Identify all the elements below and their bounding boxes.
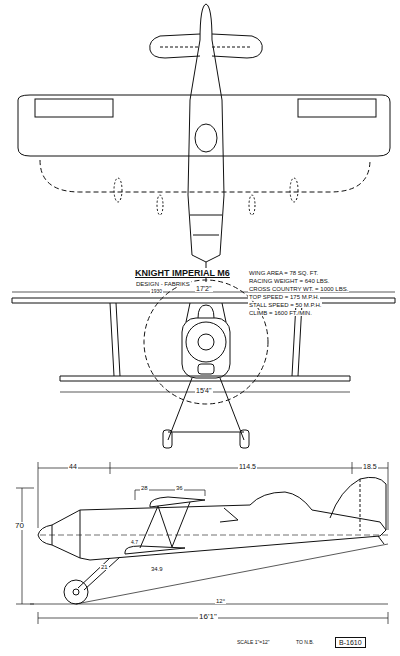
dimension-line <box>135 490 205 500</box>
rudder-top <box>200 4 212 40</box>
aircraft-title: KNIGHT IMPERIAL M6 <box>135 268 230 278</box>
fin-rudder <box>330 477 386 530</box>
n-struts <box>140 502 190 548</box>
cockpit <box>195 124 217 152</box>
aileron <box>35 99 113 117</box>
dimension-label: 44 <box>68 463 78 470</box>
ground-line-tail-down <box>76 544 388 604</box>
rudder-hinge <box>360 479 361 531</box>
elevator-hinge <box>212 47 252 48</box>
spec-line: TOP SPEED = 175 M.P.H. <box>248 294 320 300</box>
dimension-line <box>38 468 388 469</box>
initials-note: TO N.B. <box>295 640 315 645</box>
dimension-label: 21 <box>100 564 109 570</box>
dimension-label: 70 <box>14 522 25 530</box>
wheel-hidden <box>249 195 255 215</box>
drawing-number: B-1610 <box>335 637 366 648</box>
cowl <box>186 322 226 362</box>
cabane-struts <box>186 303 226 322</box>
landing-gear <box>168 378 244 440</box>
dimension-label: 15'4" <box>195 387 213 394</box>
thrust-line <box>40 535 388 536</box>
lower-wing-side <box>125 546 185 554</box>
dimension-label: 34.9 <box>150 566 164 572</box>
tailplane <box>150 34 263 58</box>
fuselage-top <box>188 40 224 262</box>
dimension-label: 28 <box>140 485 149 491</box>
strut-hidden <box>290 178 298 202</box>
dimension-label: 36 <box>175 485 184 491</box>
upper-wing-front <box>12 298 395 303</box>
elevator-hinge <box>160 47 200 48</box>
dimension-label: 16'1" <box>198 613 218 621</box>
wheel-hub <box>73 589 79 595</box>
dimension-line <box>22 488 23 604</box>
fuselage-front <box>182 318 230 378</box>
dimension-ticks <box>16 488 34 604</box>
air-intake <box>198 364 214 374</box>
cowl-joints <box>52 510 80 558</box>
wheel-front <box>163 430 172 448</box>
dimension-label: 4.7 <box>130 540 139 545</box>
dimension-ticks <box>38 612 388 624</box>
landing-gear-side <box>78 557 120 590</box>
tail-skid <box>378 536 384 544</box>
upper-wing <box>18 95 390 156</box>
headrest <box>198 305 214 318</box>
upper-wing-side <box>150 497 205 507</box>
spinner <box>198 334 214 350</box>
date-note: 1930 <box>150 289 163 294</box>
spec-line: CLIMB = 1600 FT./MIN. <box>248 310 313 316</box>
lower-wing-hidden <box>40 160 370 192</box>
designer-note: DESIGN - FABRIKS <box>135 281 191 287</box>
ground-line <box>30 604 388 605</box>
spec-line: WING AREA = 78 SQ. FT. <box>248 270 319 276</box>
angle-label: 12° <box>215 598 226 604</box>
dimension-label: 17'2" <box>195 285 213 292</box>
dimension-label: 18.5 <box>362 463 378 470</box>
wheel-front <box>240 430 249 448</box>
wheel-side <box>64 580 88 604</box>
windshield <box>220 508 238 522</box>
spec-line: STALL SPEED = 50 M.P.H. <box>248 302 322 308</box>
cowl-lines <box>190 215 222 235</box>
aileron <box>298 99 376 117</box>
wheel-hidden <box>157 195 163 215</box>
scale-note: SCALE 1"=12" <box>236 640 271 645</box>
dimension-ticks <box>38 462 388 530</box>
fuselage-side <box>38 492 386 560</box>
strut-hidden <box>114 178 122 202</box>
spec-line: RACING WEIGHT = 640 LBS. <box>248 278 330 284</box>
dimension-label: 114.5 <box>238 463 257 470</box>
spec-line: CROSS COUNTRY WT. = 1000 LBS. <box>248 286 349 292</box>
